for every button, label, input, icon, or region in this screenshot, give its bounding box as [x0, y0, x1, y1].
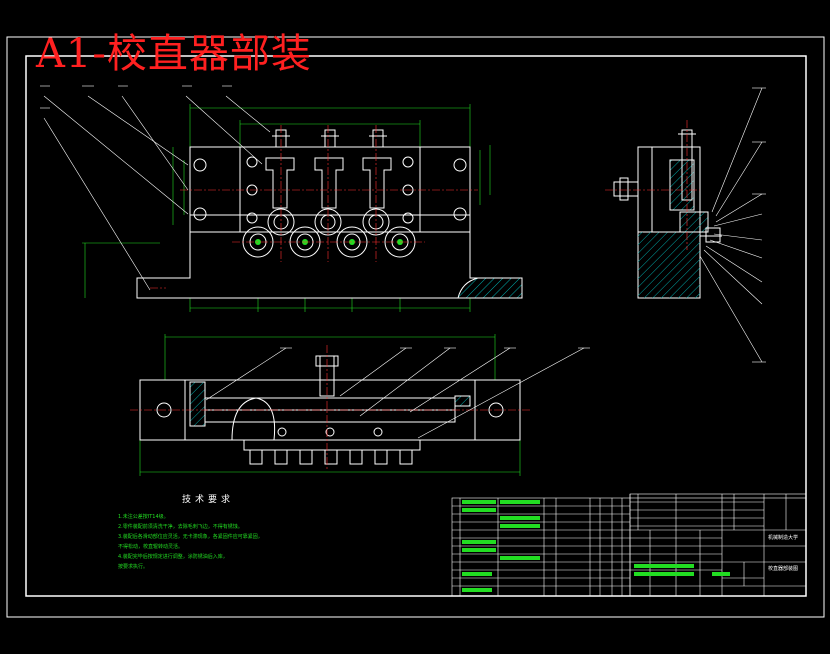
front-view — [40, 85, 523, 312]
parts-list-fill — [462, 500, 730, 592]
tech-note-line: 不得松动，校直辊转动灵活。 — [118, 544, 184, 550]
tech-note-line: 3.装配后各滑动部位应灵活，无卡滞现象，各紧固件应可靠紧固， — [118, 534, 263, 540]
top-view — [130, 334, 590, 476]
tech-requirements-notes: 1.未注公差按IT14级。 2.零件装配前须清洗干净，去除毛刺飞边，不得有锈蚀。… — [118, 512, 318, 572]
title-block-school: 机械制造大学 — [768, 535, 799, 541]
tech-note-line: 4.装配完毕后按规定进行调整，涂防锈油后入库， — [118, 554, 228, 560]
title-block-drawing-name: 校直器部装图 — [768, 566, 799, 572]
tech-requirements-title: 技术要求 — [182, 495, 235, 505]
tech-note-line: 按要求执行。 — [118, 564, 149, 570]
drawing-title: A1-校直器部装 — [36, 31, 312, 77]
side-view — [605, 87, 766, 363]
tech-note-line: 1.未注公差按IT14级。 — [118, 514, 169, 520]
tech-note-line: 2.零件装配前须清洗干净，去除毛刺飞边，不得有锈蚀。 — [118, 524, 243, 530]
inner-border — [25, 55, 807, 597]
parts-list — [451, 493, 807, 597]
outer-border — [6, 36, 825, 618]
